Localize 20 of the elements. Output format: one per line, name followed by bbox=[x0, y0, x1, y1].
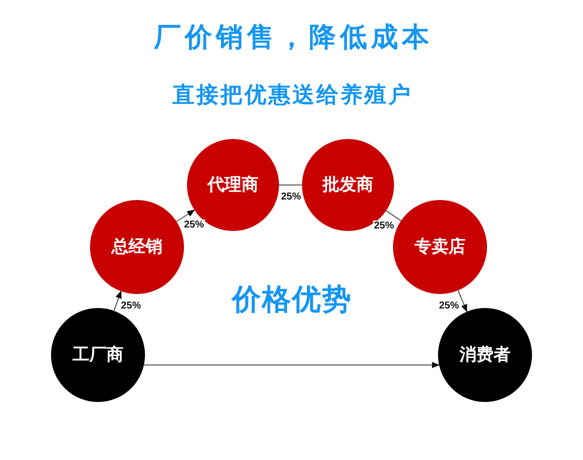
title: 厂价销售，降低成本 bbox=[152, 22, 433, 54]
edge-label: 25% bbox=[183, 220, 205, 230]
connector-line bbox=[386, 210, 402, 222]
node-label: 工厂商 bbox=[72, 344, 124, 366]
arrow bbox=[143, 362, 440, 368]
connector-line bbox=[278, 184, 302, 186]
edge-label: 25% bbox=[373, 220, 395, 232]
node-label: 总经销 bbox=[112, 236, 162, 258]
node-label: 消费者 bbox=[460, 344, 510, 366]
edge-label: 25% bbox=[438, 300, 460, 312]
highlight-text: 价格优势 bbox=[231, 284, 352, 318]
arrow bbox=[176, 210, 196, 222]
node-label: 批发商 bbox=[322, 174, 374, 196]
edge-label: 25% bbox=[280, 192, 302, 202]
subtitle: 直接把优惠送给养殖户 bbox=[172, 82, 412, 108]
arrow bbox=[458, 290, 468, 312]
node-label: 专卖店 bbox=[414, 236, 466, 258]
node-label: 代理商 bbox=[208, 174, 258, 196]
edge-label: 25% bbox=[120, 300, 142, 312]
arrow bbox=[114, 290, 122, 312]
